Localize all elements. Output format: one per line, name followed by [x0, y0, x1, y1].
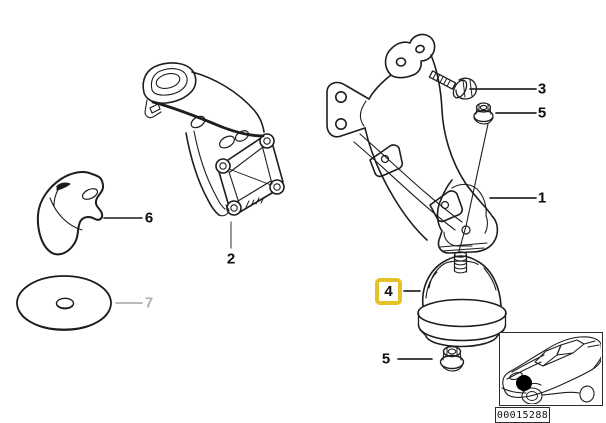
callout-2[interactable]: 2	[226, 250, 236, 268]
car-trunk-edge	[592, 356, 601, 370]
callout-3[interactable]: 3	[537, 80, 547, 98]
callout-6[interactable]: 6	[144, 209, 154, 227]
car-rear-wheel	[579, 385, 595, 403]
car-rocker-line	[541, 391, 580, 396]
callout-5-lower[interactable]: 5	[381, 350, 391, 368]
car-locator-drawing	[501, 336, 601, 404]
diagram-code: 00015288	[496, 409, 549, 421]
diagram-code-plate: 00015288	[495, 407, 550, 423]
part-2-support-bracket-art	[142, 62, 285, 217]
car-side-window	[556, 339, 585, 356]
car-rear-deck-lines	[583, 340, 600, 348]
part-location-dot	[516, 375, 532, 391]
car-locator-inset	[499, 332, 603, 406]
part-1-engine-bracket-art	[326, 33, 499, 254]
part-5-upper-nut-art	[473, 102, 494, 125]
nut-to-mount-line	[458, 123, 489, 252]
car-front-wheel	[521, 387, 543, 404]
car-front-wheel-hub	[526, 391, 538, 401]
callout-1[interactable]: 1	[537, 189, 547, 207]
leader-lines	[103, 88, 537, 360]
part-6-shield-art	[36, 170, 105, 256]
car-headlight	[509, 371, 523, 381]
callout-5-upper[interactable]: 5	[537, 104, 547, 122]
callout-7[interactable]: 7	[144, 294, 154, 312]
part-4-engine-mount-art	[417, 251, 507, 348]
car-body-outline	[502, 336, 601, 398]
callout-4-label: 4	[384, 283, 393, 300]
part-3-bolt-art	[428, 70, 478, 100]
car-beltline	[542, 352, 574, 367]
callout-4-highlighted[interactable]: 4	[375, 278, 402, 305]
car-bumper-line	[501, 387, 527, 394]
part-7-washer-art	[16, 275, 112, 331]
part-5-lower-nut-art	[439, 345, 465, 372]
